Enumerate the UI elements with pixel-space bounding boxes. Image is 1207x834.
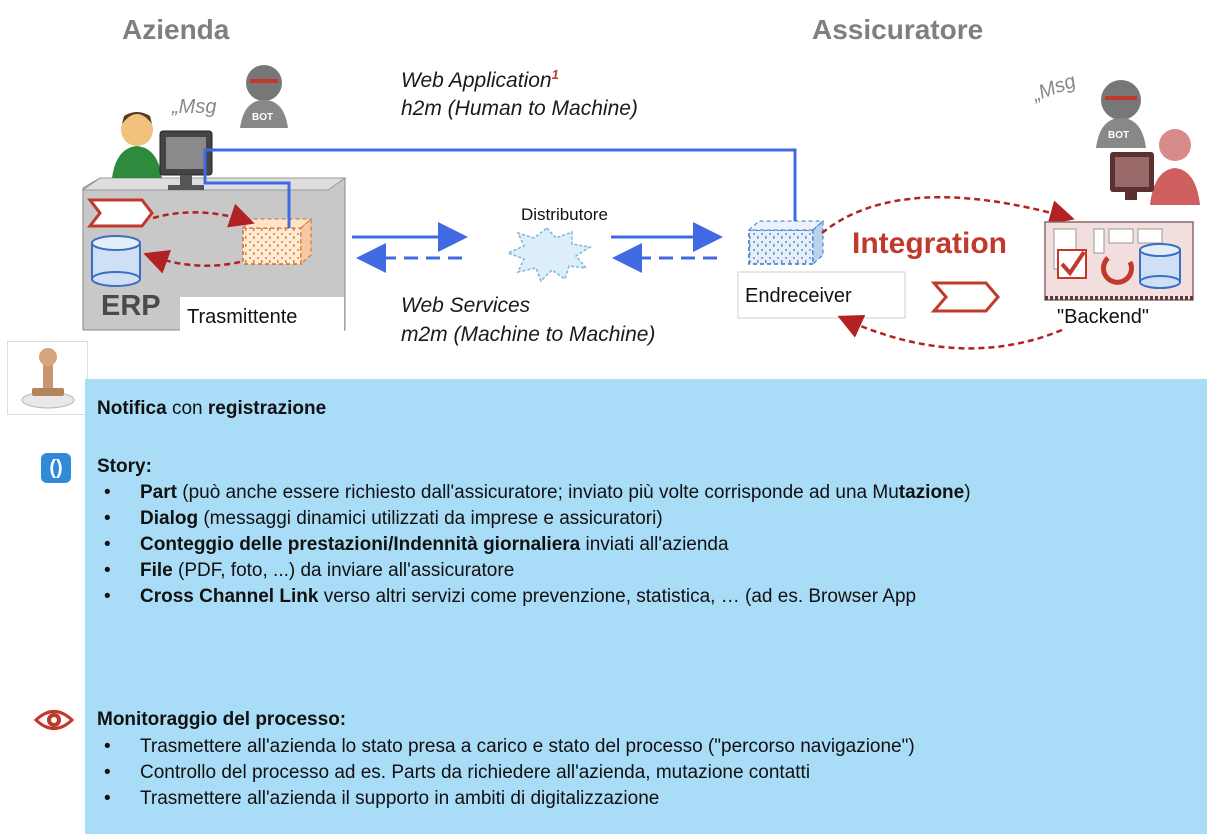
web-services-subtitle: m2m (Machine to Machine) bbox=[401, 323, 656, 346]
item-text: (messaggi dinamici utilizzati da imprese… bbox=[198, 508, 663, 529]
monitor-list: Trasmettere all'azienda lo stato presa a… bbox=[101, 734, 1207, 812]
heading-assicuratore: Assicuratore bbox=[812, 14, 984, 45]
list-item: Part (può anche essere richiesto dall'as… bbox=[101, 480, 1207, 506]
bot-icon-right bbox=[1096, 80, 1146, 148]
bot-label-left: BOT bbox=[252, 112, 274, 123]
item-bold: Cross Channel Link bbox=[140, 586, 319, 607]
monitor-title: Monitoraggio del processo: bbox=[97, 709, 347, 730]
item-bold: Conteggio delle prestazioni/Indennità gi… bbox=[140, 534, 581, 555]
item-bold: Dialog bbox=[140, 508, 199, 529]
item-text: inviati all'azienda bbox=[580, 534, 729, 555]
integration-diagram bbox=[81, 65, 1200, 350]
bot-icon-left bbox=[240, 65, 288, 128]
process-chevron-right bbox=[930, 281, 1000, 313]
web-services-title: Web Services bbox=[401, 294, 531, 317]
database-icon bbox=[91, 235, 141, 287]
monitor-icon bbox=[159, 130, 213, 190]
heading-azienda: Azienda bbox=[122, 14, 230, 45]
item-text: (PDF, foto, ...) da inviare all'assicura… bbox=[172, 560, 515, 581]
registrazione-bold: registrazione bbox=[207, 398, 327, 419]
integration-label: Integration bbox=[852, 227, 1007, 260]
data-cube-right bbox=[747, 219, 825, 266]
sync-icon: () bbox=[41, 453, 71, 483]
list-item: Controllo del processo ad es. Parts da r… bbox=[101, 760, 1207, 786]
notifica-bold: Notifica bbox=[97, 398, 167, 419]
user-icon bbox=[112, 112, 162, 178]
erp-label: ERP bbox=[101, 290, 161, 322]
web-app-label: Web Application1 bbox=[401, 67, 559, 93]
story-list: Part (può anche essere richiesto dall'as… bbox=[101, 480, 1207, 610]
distributor-cloud-icon bbox=[506, 226, 593, 283]
story-heading: Story: bbox=[97, 456, 152, 478]
list-item: Conteggio delle prestazioni/Indennità gi… bbox=[101, 532, 1207, 558]
footnote-marker: 1 bbox=[551, 67, 559, 82]
endreceiver-label: Endreceiver bbox=[745, 285, 852, 307]
list-item: Cross Channel Link verso altri servizi c… bbox=[101, 584, 1207, 610]
item-bold: Part bbox=[140, 482, 177, 503]
msg-label-left: „Msg bbox=[172, 96, 217, 118]
backend-label: "Backend" bbox=[1057, 306, 1150, 328]
item-bold: File bbox=[140, 560, 173, 581]
arrow-from-backend bbox=[837, 314, 1063, 350]
web-app-subtitle: h2m (Human to Machine) bbox=[401, 97, 638, 120]
list-item: Trasmettere all'azienda il supporto in a… bbox=[101, 786, 1207, 812]
list-item: Trasmettere all'azienda lo stato presa a… bbox=[101, 734, 1207, 760]
process-chevron-left bbox=[86, 198, 154, 228]
item-text: ) bbox=[964, 482, 971, 503]
item-text: verso altri servizi come prevenzione, st… bbox=[318, 586, 917, 607]
stamp-icon bbox=[7, 341, 88, 415]
notifica-heading: Notifica con registrazione bbox=[97, 398, 326, 420]
web-app-connection bbox=[203, 148, 797, 228]
monitor-icon-right bbox=[1110, 152, 1154, 200]
bot-label-right: BOT bbox=[1108, 130, 1130, 141]
backend-system-box bbox=[1044, 221, 1194, 301]
distributor-label: Distributore bbox=[521, 205, 608, 224]
story-title: Story: bbox=[97, 456, 152, 477]
data-cube-left bbox=[241, 217, 313, 266]
monitor-heading: Monitoraggio del processo: bbox=[97, 709, 346, 731]
item-bold: tazione bbox=[898, 482, 965, 503]
list-item: Dialog (messaggi dinamici utilizzati da … bbox=[101, 506, 1207, 532]
notifica-connector: con bbox=[166, 398, 208, 419]
eye-icon bbox=[33, 707, 75, 738]
endreceiver-box bbox=[737, 271, 906, 319]
list-item: File (PDF, foto, ...) da inviare all'ass… bbox=[101, 558, 1207, 584]
user-icon-right bbox=[1150, 129, 1200, 205]
arrow-to-backend bbox=[821, 196, 1075, 234]
trasmittente-label: Trasmittente bbox=[187, 306, 298, 328]
item-text: (può anche essere richiesto dall'assicur… bbox=[176, 482, 899, 503]
web-app-title: Web Application bbox=[401, 69, 552, 92]
